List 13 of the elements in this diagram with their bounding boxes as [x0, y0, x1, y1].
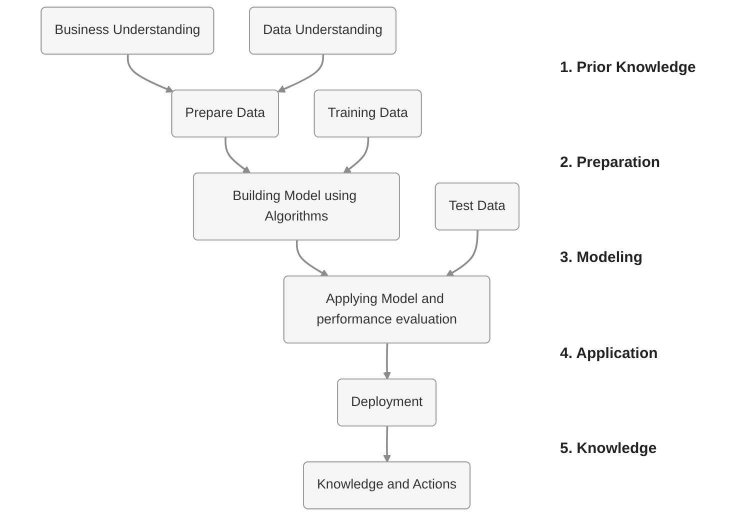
arrow — [296, 240, 329, 277]
arrow — [224, 137, 251, 174]
stage-label: 5. Knowledge — [560, 440, 658, 457]
arrow — [383, 344, 391, 380]
arrow — [343, 137, 370, 174]
arrow — [383, 426, 391, 463]
stage-label: 2. Preparation — [560, 154, 662, 172]
arrow — [446, 230, 478, 277]
stage-label: 3. Modeling — [560, 249, 644, 266]
arrow — [277, 54, 324, 93]
arrow — [126, 54, 174, 93]
stage-label: 4. Application — [560, 344, 659, 362]
stage-label: 1. Prior Knowledge — [560, 59, 697, 76]
